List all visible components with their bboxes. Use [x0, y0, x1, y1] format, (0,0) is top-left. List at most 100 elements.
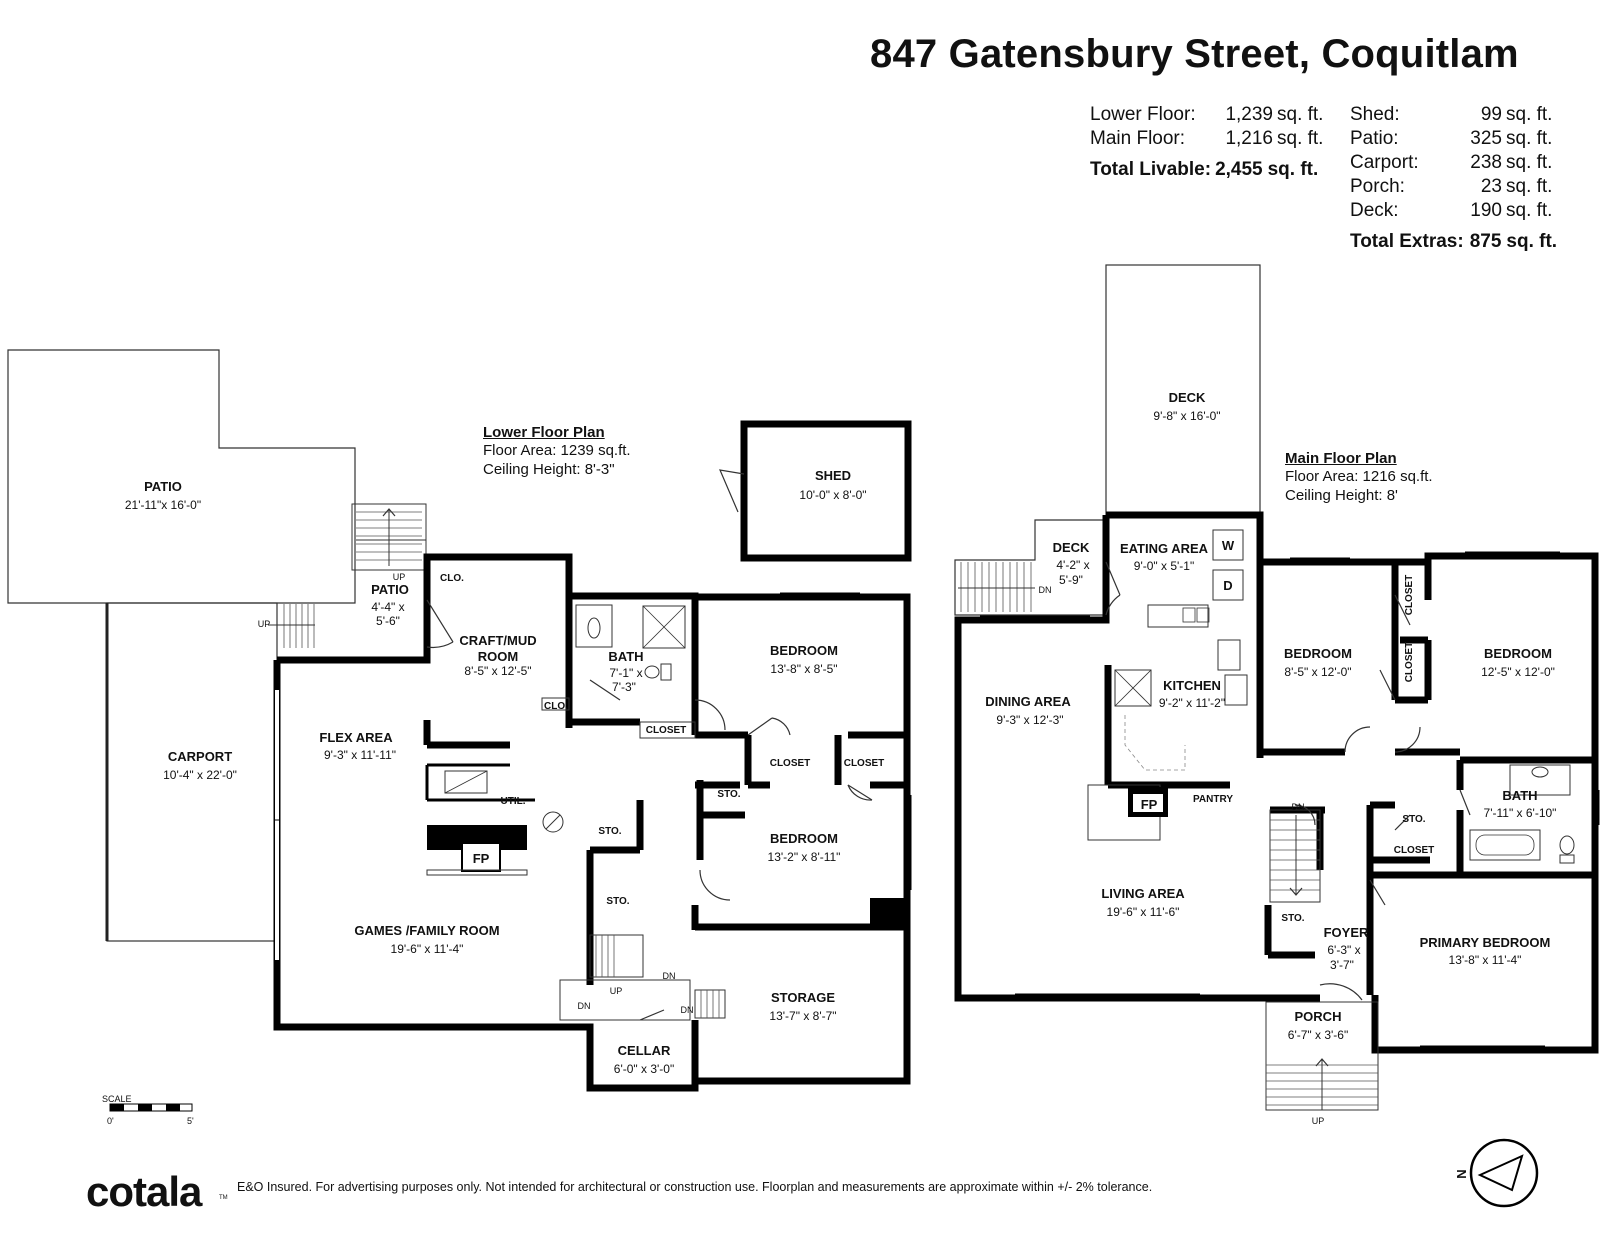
- storage-label: STO.: [606, 896, 629, 907]
- total-extras-value: 875: [1469, 231, 1502, 252]
- stair-down-label: DN: [578, 1001, 591, 1011]
- stat-value: 238: [1470, 152, 1502, 173]
- room-name: DECK: [1169, 390, 1206, 405]
- compass-icon: N: [1454, 1138, 1539, 1208]
- stair-down-label: DN: [681, 1005, 694, 1015]
- room-dims: 21'-11"x 16'-0": [125, 498, 201, 512]
- stat-unit: sq. ft.: [1506, 176, 1553, 197]
- lower-plan-caption: Lower Floor Plan Floor Area: 1239 sq.ft.…: [483, 424, 631, 479]
- main-outer-wall: [1106, 511, 1599, 1054]
- room-name: STORAGE: [771, 990, 835, 1005]
- stat-unit: sq. ft.: [1506, 104, 1553, 125]
- lower-floor-plan: PATIO 21'-11"x 16'-0" PATIO 4'-4" x 5'-6…: [7, 349, 912, 1092]
- stat-unit: sq. ft.: [1277, 128, 1324, 149]
- room-name: FLEX AREA: [319, 730, 393, 745]
- main-plan-floor-area: Floor Area: 1216 sq.ft.: [1285, 468, 1433, 485]
- stat-label: Shed:: [1350, 104, 1400, 125]
- stat-unit: sq. ft.: [1506, 152, 1553, 173]
- main-plan-title: Main Floor Plan: [1285, 450, 1397, 467]
- total-livable-unit: sq. ft.: [1267, 159, 1319, 180]
- stair-down-label: DN: [1039, 585, 1052, 595]
- stat-unit: sq. ft.: [1277, 104, 1324, 125]
- total-livable-value: 2,455: [1215, 159, 1263, 180]
- room-name: DINING AREA: [985, 694, 1071, 709]
- stat-value: 1,216: [1225, 128, 1273, 149]
- shed-walls: [740, 420, 912, 562]
- room-dims: 4'-4" x: [371, 600, 404, 614]
- room-name: PATIO: [144, 479, 182, 494]
- room-name: CELLAR: [618, 1043, 671, 1058]
- room-dims: 19'-6" x 11'-4": [391, 942, 464, 956]
- closet-label: CLO.: [544, 701, 568, 712]
- scale-end: 5': [187, 1116, 194, 1126]
- room-dims: 10'-0" x 8'-0": [799, 488, 866, 502]
- property-address: 847 Gatensbury Street, Coquitlam: [870, 32, 1519, 76]
- cotala-logo: cotala: [86, 1168, 202, 1215]
- room-dims: 9'-3" x 11'-11": [324, 748, 396, 762]
- room-name: EATING AREA: [1120, 541, 1209, 556]
- stair-up-label: UP: [1312, 1116, 1325, 1126]
- stair-up-label: UP: [393, 572, 406, 582]
- room-name: CRAFT/MUD: [459, 633, 536, 648]
- room-dims: 13'-2" x 8'-11": [768, 850, 841, 864]
- stair-down-label: DN: [663, 971, 676, 981]
- scale-start: 0': [107, 1116, 114, 1126]
- stat-label: Main Floor:: [1090, 128, 1186, 149]
- room-dims: 12'-5" x 12'-0": [1481, 665, 1555, 679]
- closet-label: CLOSET: [1394, 845, 1435, 856]
- closet-label: CLOSET: [770, 758, 811, 769]
- compass-letter: N: [1454, 1169, 1469, 1178]
- stat-label: Carport:: [1350, 152, 1419, 173]
- room-dims: 13'-7" x 8'-7": [769, 1009, 836, 1023]
- stat-value: 190: [1470, 200, 1502, 221]
- lower-plan-title: Lower Floor Plan: [483, 424, 605, 441]
- room-dims: 5'-9": [1059, 573, 1083, 587]
- stat-label: Patio:: [1350, 128, 1399, 149]
- room-dims: 9'-2" x 11'-2": [1159, 696, 1225, 710]
- stat-value: 325: [1470, 128, 1502, 149]
- stair-down-label: DN: [1292, 802, 1305, 812]
- washer-label: W: [1222, 538, 1235, 553]
- stat-label: Lower Floor:: [1090, 104, 1196, 125]
- room-name: SHED: [815, 468, 851, 483]
- room-dims: 7'-3": [612, 680, 636, 694]
- room-dims: 10'-4" x 22'-0": [163, 768, 237, 782]
- room-dims: 6'-0" x 3'-0": [614, 1062, 674, 1076]
- total-livable-label: Total Livable:: [1090, 159, 1212, 180]
- closet-label: CLO.: [440, 573, 464, 584]
- lower-plan-ceiling: Ceiling Height: 8'-3": [483, 461, 615, 478]
- stat-label: Porch:: [1350, 176, 1405, 197]
- room-name: BATH: [1502, 788, 1537, 803]
- room-dims: 9'-3" x 12'-3": [996, 713, 1063, 727]
- trademark-mark: TM: [219, 1195, 228, 1201]
- storage-label: STO.: [717, 789, 740, 800]
- room-dims: 13'-8" x 11'-4": [1449, 953, 1522, 967]
- room-name: CARPORT: [168, 749, 232, 764]
- room-dims: 13'-8" x 8'-5": [770, 662, 837, 676]
- utility-label: UTIL.: [501, 796, 526, 807]
- room-name: KITCHEN: [1163, 678, 1221, 693]
- stat-value: 99: [1480, 104, 1502, 125]
- scale-bar: 0' 5': [107, 1103, 194, 1126]
- room-name: GAMES /FAMILY ROOM: [354, 923, 499, 938]
- room-dims: 6'-3" x: [1327, 943, 1360, 957]
- closet-label: CLOSET: [1404, 575, 1415, 616]
- room-dims: 19'-6" x 11'-6": [1107, 905, 1180, 919]
- closet-label: CLOSET: [1404, 642, 1415, 683]
- fireplace-label: FP: [1141, 797, 1158, 812]
- storage-label: STO.: [598, 826, 621, 837]
- lower-plan-floor-area: Floor Area: 1239 sq.ft.: [483, 442, 631, 459]
- closet-label: CLOSET: [844, 758, 885, 769]
- room-dims: 9'-8" x 16'-0": [1153, 409, 1220, 423]
- total-extras-label: Total Extras:: [1350, 231, 1464, 252]
- room-name: FOYER: [1324, 925, 1369, 940]
- room-name: LIVING AREA: [1101, 886, 1185, 901]
- room-name: BEDROOM: [1484, 646, 1552, 661]
- room-dims: 5'-6": [376, 614, 400, 628]
- room-name: BEDROOM: [770, 831, 838, 846]
- stat-unit: sq. ft.: [1506, 128, 1553, 149]
- stat-label: Deck:: [1350, 200, 1399, 221]
- room-dims: 4'-2" x: [1056, 558, 1089, 572]
- stat-value: 23: [1480, 176, 1502, 197]
